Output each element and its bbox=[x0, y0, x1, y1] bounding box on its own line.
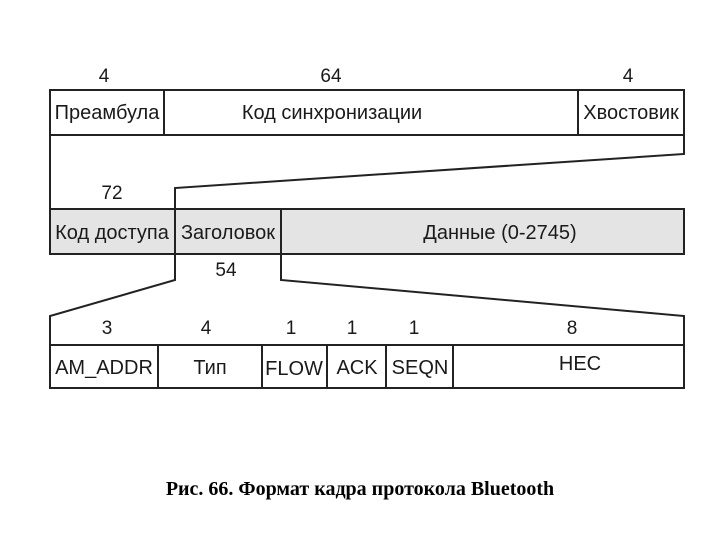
row2-frame bbox=[49, 208, 685, 255]
row1-field-trailer: Хвостовик bbox=[583, 102, 679, 124]
row3-bits-hec: 8 bbox=[567, 318, 578, 339]
row1-bits-preamble: 4 bbox=[99, 66, 110, 87]
expansion-lines-2 bbox=[49, 254, 685, 345]
row3-bits-am-addr: 3 bbox=[102, 318, 113, 339]
row2-packet: 72 54 Код доступа Заголовок Данные (0-27… bbox=[49, 183, 685, 281]
expansion-line-header-right bbox=[280, 254, 685, 345]
row1-field-preamble: Преамбула bbox=[55, 102, 161, 124]
row3-field-type: Тип bbox=[193, 357, 226, 379]
figure-caption: Рис. 66. Формат кадра протокола Bluetoot… bbox=[165, 478, 555, 500]
expansion-lines-1 bbox=[49, 135, 685, 209]
bluetooth-frame-diagram: 4 64 4 Преамбула Код синхронизации Хвост… bbox=[49, 66, 685, 389]
row3-bits-ack: 1 bbox=[347, 318, 358, 339]
row3-header-fields: 3 4 1 1 1 8 AM_ADDR Тип FLOW ACK SEQN HE… bbox=[49, 318, 685, 389]
expansion-line-right bbox=[174, 135, 685, 209]
row2-bits-header: 54 bbox=[215, 260, 237, 281]
row3-frame bbox=[49, 344, 685, 389]
row2-bits-access-code: 72 bbox=[101, 183, 122, 204]
row3-field-seqn: SEQN bbox=[392, 357, 449, 379]
row2-field-access-code: Код доступа bbox=[55, 222, 170, 244]
row2-field-header: Заголовок bbox=[181, 222, 275, 244]
row1-field-sync-code: Код синхронизации bbox=[242, 102, 422, 124]
row3-field-ack: ACK bbox=[336, 357, 378, 379]
row1-bits-trailer: 4 bbox=[623, 66, 634, 87]
row3-bits-flow: 1 bbox=[286, 318, 297, 339]
row3-field-flow: FLOW bbox=[265, 358, 323, 380]
row1-access-code: 4 64 4 Преамбула Код синхронизации Хвост… bbox=[49, 66, 685, 136]
expansion-line-header-left bbox=[49, 254, 176, 345]
row3-bits-seqn: 1 bbox=[409, 318, 420, 339]
row3-field-hec: HEC bbox=[559, 353, 601, 375]
row1-bits-sync: 64 bbox=[320, 66, 342, 87]
row3-bits-type: 4 bbox=[201, 318, 212, 339]
row3-field-am-addr: AM_ADDR bbox=[55, 357, 153, 379]
row2-field-payload: Данные (0-2745) bbox=[423, 222, 576, 244]
